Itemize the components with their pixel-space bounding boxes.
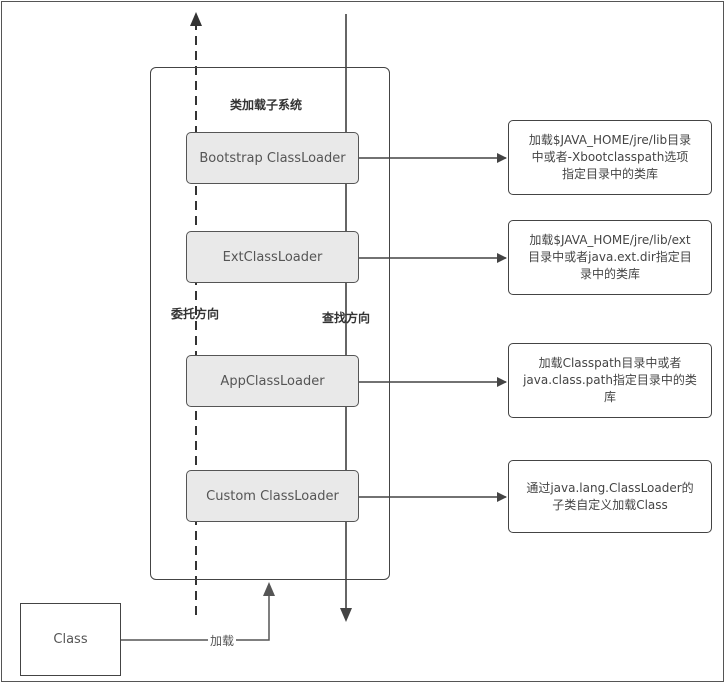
load-edge-label: 加载 bbox=[208, 632, 237, 649]
app-description: 加载Classpath目录中或者 java.class.path指定目录中的类 … bbox=[508, 343, 712, 418]
class-load-arrowhead-icon bbox=[263, 582, 275, 596]
class-loader-subsystem bbox=[150, 67, 390, 580]
delegation-direction-label: 委托方向 bbox=[171, 307, 220, 321]
class-load-edge bbox=[121, 596, 270, 641]
app-classloader-node: AppClassLoader bbox=[186, 355, 359, 407]
custom-classloader-node: Custom ClassLoader bbox=[186, 470, 359, 522]
ext-classloader-node: ExtClassLoader bbox=[186, 231, 359, 283]
bootstrap-description: 加载$JAVA_HOME/jre/lib目录 中或者-Xbootclasspat… bbox=[508, 120, 712, 195]
class-node: Class bbox=[20, 603, 121, 676]
search-arrowhead-icon bbox=[340, 608, 352, 622]
custom-description: 通过java.lang.ClassLoader的 子类自定义加载Class bbox=[508, 460, 712, 533]
search-direction-label: 查找方向 bbox=[322, 311, 371, 325]
ext-description: 加载$JAVA_HOME/jre/lib/ext 目录中或者java.ext.d… bbox=[508, 220, 712, 295]
delegation-arrowhead-icon bbox=[190, 12, 202, 26]
subsystem-title: 类加载子系统 bbox=[230, 98, 303, 112]
bootstrap-classloader-node: Bootstrap ClassLoader bbox=[186, 132, 359, 184]
